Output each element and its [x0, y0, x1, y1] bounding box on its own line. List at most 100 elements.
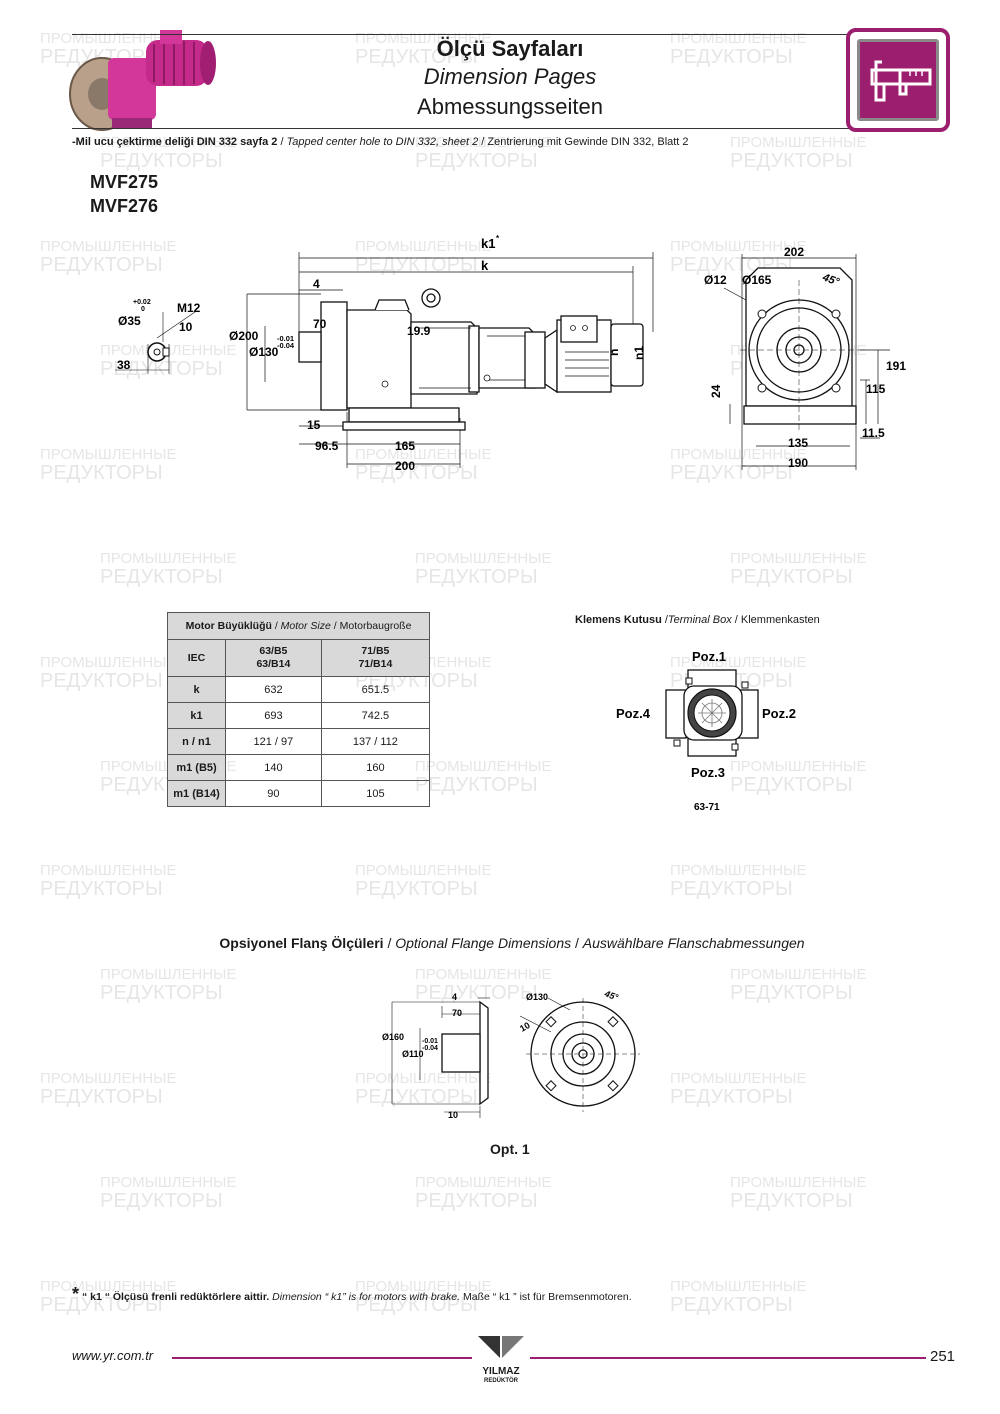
shaft-dia-label: Ø35 [118, 314, 141, 328]
cell-value: 140 [225, 754, 322, 781]
table-header-tr: Motor Büyüklüğü [185, 620, 272, 632]
tol-lower-label: -0.04 [277, 341, 295, 350]
dim-190-label: 190 [788, 456, 808, 470]
tol-upper-label: -0.01 [277, 334, 294, 343]
side-view-drawing: k1 * k 4 70 19.9 Ø200 Ø130 -0.01 -0.04 1… [229, 234, 654, 473]
optional-flange-title: Opsiyonel Flanş Ölçüleri / Optional Flan… [0, 935, 1000, 951]
iec-col-1-b14: 63/B14 [256, 658, 291, 670]
dim-135-label: 135 [788, 436, 808, 450]
cell-value: 632 [225, 676, 322, 703]
row-label: m1 (B14) [167, 780, 226, 807]
table-row: m1 (B14) 90 105 [167, 780, 431, 807]
page-number: 251 [930, 1348, 956, 1365]
center-hole-note-de: Zentrierung mit Gewinde DIN 332, Blatt 2 [487, 136, 689, 148]
terminal-box-title-de: Klemmenkasten [740, 614, 820, 626]
title-separator: / [571, 935, 583, 951]
dim-n1-label: n1 [632, 346, 646, 360]
position-2-label: Poz.2 [762, 706, 796, 721]
position-4-label: Poz.4 [616, 706, 651, 721]
terminal-box-title-tr: Klemens Kutusu [575, 614, 662, 626]
table-header-de: Motorbaugroße [339, 620, 412, 632]
header-separator: / [330, 620, 340, 632]
dim-4-label: 4 [313, 277, 320, 291]
dim-191-label: 191 [886, 359, 906, 373]
title-separator: / [383, 935, 396, 951]
dim-24-label: 24 [709, 384, 723, 398]
page-title-de: Abmessungsseiten [417, 94, 603, 119]
dim-200-label: 200 [395, 459, 415, 473]
center-hole-note-tr: -Mil ucu çektirme deliği DIN 332 sayfa 2 [72, 136, 278, 148]
cell-value: 90 [225, 780, 322, 807]
row-label: k [167, 676, 226, 703]
flange-title-en: Optional Flange Dimensions [395, 935, 572, 951]
terminal-box-title-en: Terminal Box [667, 614, 732, 626]
flange-tol-upper: -0.01 [422, 1038, 438, 1045]
dim-k1-star: * [496, 234, 500, 243]
center-hole-note-en: Tapped center hole to DIN 332, sheet 2 [286, 136, 479, 148]
row-label: k1 [167, 702, 226, 729]
k1-footnote: * “ k1 “ Ölçüsü frenli redüktörlere aitt… [72, 1284, 632, 1305]
footnote-de: Maße “ k1 ” ist für Bremsenmotoren. [462, 1291, 632, 1303]
dim-15-label: 15 [307, 418, 321, 432]
cell-value: 105 [320, 780, 431, 807]
terminal-box-drawing: Poz.1 Poz.2 Poz.3 Poz.4 63-71 [616, 649, 796, 813]
brand-sub: REDÜKTÖR [484, 1378, 518, 1384]
header-separator: / [271, 620, 281, 632]
angle-45-label: 45° [820, 271, 841, 289]
dia-165-label: Ø165 [742, 273, 772, 287]
terminal-box-size: 63-71 [694, 802, 720, 813]
position-3-label: Poz.3 [691, 765, 725, 780]
center-hole-note: -Mil ucu çektirme deliği DIN 332 sayfa 2… [72, 136, 689, 148]
footer-rule-right [530, 1357, 926, 1359]
shaft-end-drawing: +0.02 0 Ø35 M12 10 38 [115, 299, 201, 374]
flange-dia-160-label: Ø160 [382, 1032, 404, 1042]
header-rule-top [72, 34, 850, 35]
website-link[interactable]: www.yr.com.tr [72, 1348, 154, 1363]
shaft-length-label: 38 [117, 358, 131, 372]
cell-value: 651.5 [320, 676, 431, 703]
dia-200-label: Ø200 [229, 329, 259, 343]
table-header-en: Motor Size [280, 620, 331, 632]
dim-165-label: 165 [395, 439, 415, 453]
table-row: m1 (B5) 140 160 [167, 754, 431, 781]
page-title-tr: Ölçü Sayfaları [436, 36, 584, 61]
title-separator: / [661, 614, 668, 626]
dia-130-label: Ø130 [249, 345, 279, 359]
motor-size-table: Motor Büyüklüğü / Motor Size / Motorbaug… [167, 612, 431, 807]
cell-value: 742.5 [320, 702, 431, 729]
yilmaz-logo-icon [478, 1336, 524, 1358]
dim-115-label: 115 [866, 382, 886, 396]
end-view-drawing: 202 Ø12 Ø165 45° 191 115 24 135 11.5 190 [704, 245, 906, 470]
note-separator: / [277, 136, 287, 148]
iec-col-2-b5: 71/B5 [361, 645, 390, 657]
footer-rule-left [172, 1357, 472, 1359]
cell-value: 137 / 112 [320, 728, 431, 755]
dim-n-label: n [607, 349, 621, 356]
iec-col-2-b14: 71/B14 [358, 658, 393, 670]
cell-value: 121 / 97 [225, 728, 322, 755]
cell-value: 693 [225, 702, 322, 729]
flange-title-tr: Opsiyonel Flanş Ölçüleri [219, 935, 384, 951]
table-row: n / n1 121 / 97 137 / 112 [167, 728, 431, 755]
iec-label: IEC [167, 639, 226, 677]
flange-tol-lower: -0.04 [422, 1045, 438, 1052]
header-rule-bottom [72, 128, 850, 129]
shaft-thread-label: M12 [177, 301, 201, 315]
